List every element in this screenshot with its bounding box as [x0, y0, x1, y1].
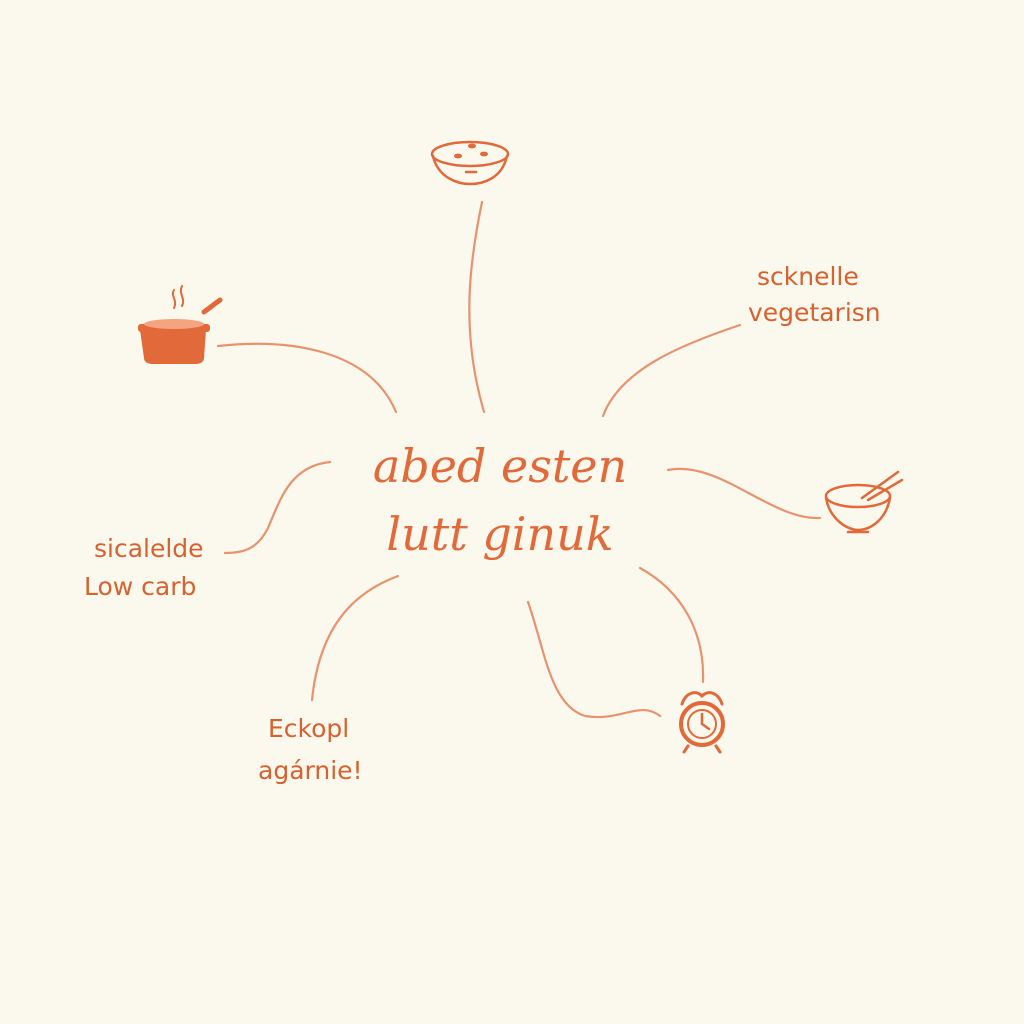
central-topic-line2: lutt ginuk [386, 507, 614, 561]
link-top [468, 200, 486, 414]
branch-label-left: sicalelde [94, 532, 204, 566]
central-topic-line1: abed esten [372, 439, 628, 493]
link-bottom-left [310, 574, 400, 702]
branch-label-top-right: scknelle [757, 260, 859, 294]
branch-label-left-line2: Low carb [84, 572, 197, 601]
branch-label-bottom-left: Eckopl [268, 712, 349, 746]
bowl-icon [430, 140, 510, 186]
branch-label-top-right-line1: scknelle [757, 262, 859, 291]
link-top-right [601, 323, 742, 418]
branch-label-bottom-left-line1: Eckopl [268, 714, 350, 743]
link-left [223, 460, 332, 555]
branch-label-bottom-left-line2: agárnie! [258, 756, 363, 785]
link-right [666, 467, 822, 520]
link-bottom-right [638, 566, 705, 684]
branch-label-left-line1: sicalelde [94, 534, 204, 563]
bowl-with-chopsticks-icon [824, 470, 904, 534]
branch-label-left-2: Low carb [84, 570, 196, 604]
branch-label-top-right-line2: vegetarisn [748, 298, 881, 327]
alarm-clock-icon [679, 691, 725, 754]
central-topic: abed esten lutt ginuk [330, 432, 670, 568]
branch-label-bottom-left-2: agárnie! [258, 754, 363, 788]
link-bottom [526, 600, 662, 719]
link-top-left [216, 342, 398, 414]
branch-label-top-right-2: vegetarisn [748, 296, 881, 330]
cooking-pot-icon [138, 285, 223, 364]
